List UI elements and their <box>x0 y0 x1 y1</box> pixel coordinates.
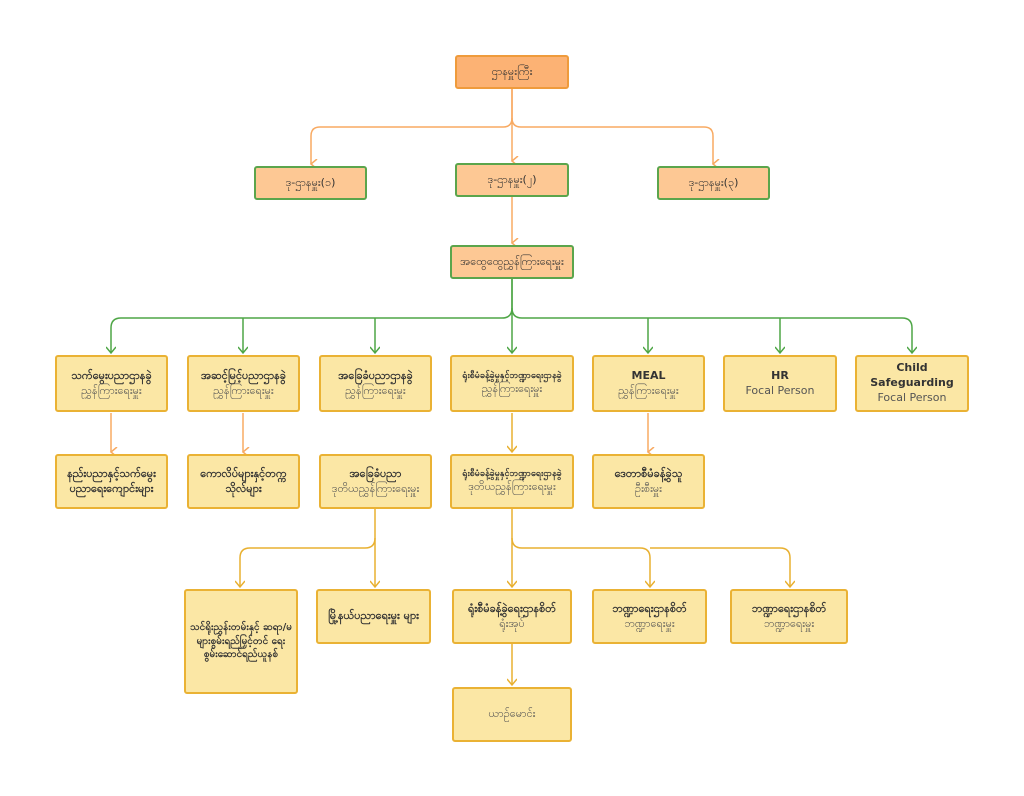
box-subtitle: ညွှန်ကြားရေးမှူး <box>345 383 406 397</box>
box-title: အခြေခံပညာဌာနခွဲ <box>338 368 413 382</box>
division-box[interactable]: အခြေခံပညာဌာနခွဲညွှန်ကြားရေးမှူး <box>319 355 432 412</box>
unit-box[interactable]: အခြေခံပညာဒုတိယညွှန်ကြားရေးမှူး <box>319 454 432 509</box>
box-subtitle: ဦးစီးမှူး <box>635 481 662 495</box>
box-subtitle: ညွှန်ကြားရေးမှူး <box>481 382 543 396</box>
division-box[interactable]: အဆင့်မြင့်ပညာဌာနခွဲညွှန်ကြားရေးမှူး <box>187 355 300 412</box>
box-subtitle: ညွှန်ကြားရေးမှူး <box>81 383 142 397</box>
box-title: ရုံးစီမံခန့်ခွဲမှုနှင့်ဘဏ္ဍာရေးဌာနခွဲ <box>462 371 562 381</box>
box-subtitle: ဘဏ္ဍာရေးမှူး <box>624 616 675 630</box>
link-top-dep1 <box>311 89 513 164</box>
deputy-head-2-box[interactable]: ဒု-ဌာနမှူး(၂) <box>455 163 569 197</box>
box-subtitle: Focal Person <box>877 390 947 404</box>
box-title: အထွေထွေညွှန်ကြားရေးမှူး <box>460 254 564 268</box>
director-general-box[interactable]: အထွေထွေညွှန်ကြားရေးမှူး <box>450 245 574 279</box>
unit-box[interactable]: ရုံးစီမံခန့်ခွဲမှုနှင့်ဘဏ္ဍာရေးဌာနခွဲဒုတ… <box>450 454 574 509</box>
unit-box[interactable]: နည်းပညာနှင့်သက်မွေး ပညာရေးကျောင်းများ <box>55 454 168 509</box>
division-box[interactable]: ရုံးစီမံခန့်ခွဲမှုနှင့်ဘဏ္ဍာရေးဌာနခွဲညွှ… <box>450 355 574 412</box>
deputy-head-3-box[interactable]: ဒု-ဌာနမှူး(၃) <box>657 166 770 200</box>
driver-box[interactable]: ယာဉ်မောင်း <box>452 687 572 742</box>
box-title: ရုံးစီမံခန့်ခွဲရေးဌာနစိတ် <box>468 601 556 615</box>
box-subtitle: ညွှန်ကြားရေးမှူး <box>213 383 274 397</box>
box-title: ဒု-ဌာနမှူး(၃) <box>688 175 739 189</box>
box-subtitle: ညွှန်ကြားရေးမှူး <box>618 383 679 397</box>
box-title: ဒု-ဌာနမှူး(၁) <box>285 175 336 189</box>
box-title: ဒေတာစီမံခန့်ခွဲသူ <box>614 466 683 480</box>
box-subtitle: ဒုတိယညွှန်ကြားရေးမှူး <box>468 480 556 494</box>
box-title: ဌာနမှူးကြီး <box>491 64 533 78</box>
box-title: Child Safeguarding <box>870 361 954 390</box>
box-title: သင်ရိုးညွှန်းတမ်းနှင့် ဆရာ/မ များစွမ်းရည… <box>190 622 292 661</box>
unit-box[interactable]: သင်ရိုးညွှန်းတမ်းနှင့် ဆရာ/မ များစွမ်းရည… <box>184 589 298 694</box>
unit-box[interactable]: ကောလိပ်များနှင့်တက္က သိုလ်များ <box>187 454 300 509</box>
box-title: ဘဏ္ဍာရေးဌာနစိတ် <box>612 601 687 615</box>
box-subtitle: Focal Person <box>745 383 815 397</box>
box-title: ရုံးစီမံခန့်ခွဲမှုနှင့်ဘဏ္ဍာရေးဌာနခွဲ <box>462 469 562 479</box>
unit-box[interactable]: ရုံးစီမံခန့်ခွဲရေးဌာနစိတ်ရုံးအုပ် <box>452 589 572 644</box>
box-title: အဆင့်မြင့်ပညာဌာနခွဲ <box>200 368 286 382</box>
unit-box[interactable]: ဘဏ္ဍာရေးဌာနစိတ်ဘဏ္ဍာရေးမှူး <box>592 589 707 644</box>
link-top-dep3 <box>511 117 713 164</box>
unit-box[interactable]: ဒေတာစီမံခန့်ခွဲသူဦးစီးမှူး <box>592 454 705 509</box>
unit-box[interactable]: ဘဏ္ဍာရေးဌာနစိတ်ဘဏ္ဍာရေးမှူး <box>730 589 848 644</box>
box-title: MEAL <box>631 368 666 382</box>
deputy-head-1-box[interactable]: ဒု-ဌာနမှူး(၁) <box>254 166 367 200</box>
box-title: အခြေခံပညာ <box>349 466 402 480</box>
box-subtitle: ဒုတိယညွှန်ကြားရေးမှူး <box>331 481 420 495</box>
department-head-box[interactable]: ဌာနမှူးကြီး <box>455 55 569 89</box>
box-title: HR <box>771 368 789 382</box>
unit-box[interactable]: မြို့နယ်ပညာရေးမှူး များ <box>316 589 431 644</box>
box-title: သက်မွေးပညာဌာနခွဲ <box>71 368 152 382</box>
box-subtitle: ယာဉ်မောင်း <box>488 707 536 721</box>
box-title: ဒု-ဌာနမှူး(၂) <box>487 172 537 186</box>
box-title: နည်းပညာနှင့်သက်မွေး ပညာရေးကျောင်းများ <box>67 466 156 495</box>
box-title: ကောလိပ်များနှင့်တက္က သိုလ်များ <box>200 466 287 495</box>
box-subtitle: ဘဏ္ဍာရေးမှူး <box>763 616 815 630</box>
box-subtitle: ရုံးအုပ် <box>499 616 525 630</box>
division-box[interactable]: သက်မွေးပညာဌာနခွဲညွှန်ကြားရေးမှူး <box>55 355 168 412</box>
box-title: ဘဏ္ဍာရေးဌာနစိတ် <box>751 601 827 615</box>
box-title: မြို့နယ်ပညာရေးမှူး များ <box>328 609 419 623</box>
